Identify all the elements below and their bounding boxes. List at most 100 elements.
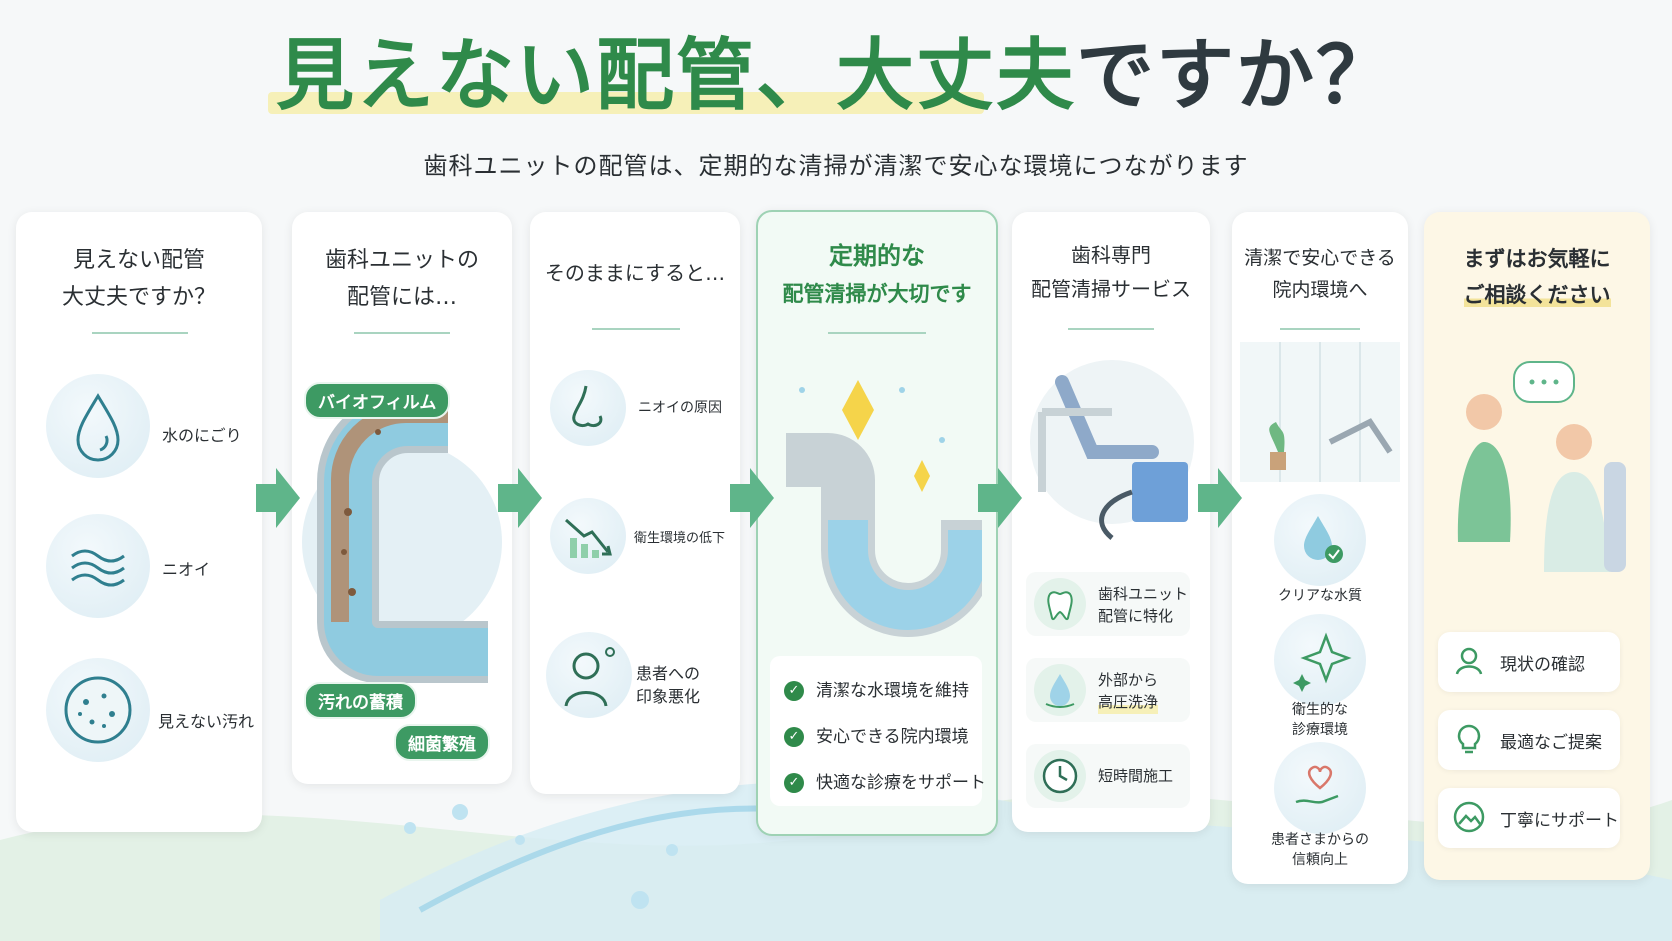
panel-clean-environment: 清潔で安心できる 院内環境へ クリアな水質 衛生的な 診療環境 患者さまからの …: [1232, 212, 1408, 884]
page-subtitle: 歯科ユニットの配管は、定期的な清掃が清潔で安心な環境につながります: [423, 152, 1249, 180]
action-label: 現状の確認: [1500, 655, 1585, 675]
feature-label-line: 高圧洗浄: [1098, 691, 1159, 714]
panel-title-line: 大丈夫ですか？: [61, 285, 216, 311]
panel-title: まずはお気軽に ご相談ください: [1424, 242, 1650, 313]
item-label-line: 印象悪化: [636, 687, 701, 707]
benefit-checklist: [770, 656, 982, 806]
panel-title: 歯科専門 配管清掃サービス: [1012, 238, 1210, 306]
panel-if-neglected: そのままにすると… ニオイの原因 衛生環境の低下 患者への 印象悪化: [530, 212, 740, 794]
check-icon: ✓: [784, 773, 804, 793]
item-label: クリアな水質: [1278, 588, 1362, 604]
panel-divider: [354, 332, 450, 334]
check-item: ✓ 清潔な水環境を維持: [784, 676, 969, 701]
clinic-room-illustration: [1240, 342, 1400, 482]
item-label: 患者さまからの 信頼向上: [1232, 830, 1408, 871]
label-biofilm: バイオフィルム: [304, 382, 451, 419]
person-icon: [1455, 647, 1483, 675]
item-label-line: 患者への: [636, 664, 701, 683]
panel-regular-cleaning: 定期的な 配管清掃が大切です ✓ 清潔な水環境を維持 ✓ 安心できる院内環境 ✓ 快適…: [756, 210, 998, 836]
flow-arrow-icon: [730, 468, 774, 528]
feature-item: 歯科ユニット配管に特化: [1026, 572, 1190, 636]
panel-title: 見えない配管 大丈夫ですか？: [16, 242, 262, 317]
clear-water-check-icon: [1274, 494, 1366, 586]
tooth-icon: [1034, 578, 1086, 630]
label-dirt-buildup: 汚れの蓄積: [304, 682, 417, 719]
feature-label-line: 外部から: [1098, 671, 1159, 689]
flow-arrow-icon: [1198, 468, 1242, 528]
panel-title: 定期的な 配管清掃が大切です: [758, 236, 996, 312]
worried-patient-icon: [546, 632, 632, 718]
check-item: ✓ 安心できる院内環境: [784, 722, 969, 747]
title-green-part: 見えない配管、大丈夫: [275, 31, 1076, 121]
item-label: 衛生環境の低下: [634, 531, 726, 546]
heart-hand-icon: [1274, 742, 1366, 834]
panel-title: そのままにすると…: [544, 261, 726, 285]
panel-title-line: 歯科ユニットの: [324, 248, 479, 273]
panel-divider: [592, 328, 680, 330]
panel-title: 清潔で安心できる 院内環境へ: [1232, 242, 1408, 307]
panel-title-line: まずはお気軽に: [1463, 247, 1611, 271]
feature-label-line: 歯科ユニット: [1098, 585, 1189, 603]
item-label-line: 患者さまからの: [1271, 832, 1369, 848]
page-title: 見えない配管、大丈夫ですか？: [267, 30, 1404, 124]
flow-arrow-icon: [256, 468, 300, 528]
check-label: 清潔な水環境を維持: [816, 681, 969, 701]
item-label-line: 診療環境: [1292, 722, 1348, 739]
item-label: 衛生的な 診療環境: [1232, 700, 1408, 741]
check-item: ✓ 快適な診療をサポート: [784, 768, 986, 793]
feature-label: 歯科ユニット配管に特化: [1098, 584, 1188, 628]
dental-chair-illustration: [1030, 360, 1194, 540]
check-label: 快適な診療をサポート: [816, 773, 986, 793]
action-item: 最適なご提案: [1438, 710, 1620, 770]
lightbulb-icon: [1457, 724, 1481, 754]
panel-divider: [828, 332, 926, 334]
check-icon: ✓: [784, 727, 804, 747]
panel-biofilm: 歯科ユニットの 配管には… バイオフィルム 汚れの蓄積 細菌繁殖: [292, 212, 512, 784]
feature-item: 外部から高圧洗浄: [1026, 658, 1190, 722]
action-item: 丁寧にサポート: [1438, 788, 1620, 848]
item-label: ニオイ: [162, 560, 211, 579]
item-label: 見えない汚れ: [158, 712, 255, 731]
panel-title: 歯科ユニットの 配管には…: [292, 242, 512, 317]
panel-title-line: 配管清掃サービス: [1031, 277, 1191, 301]
panel-divider: [92, 332, 188, 334]
high-pressure-wash-icon: [1034, 664, 1086, 716]
panel-problem-question: 見えない配管 大丈夫ですか？ 水のにごり ニオイ 見えない汚れ: [16, 212, 262, 832]
support-mountain-icon: [1453, 801, 1485, 833]
panel-title-line: 配管には…: [346, 285, 457, 311]
item-label: ニオイの原因: [638, 400, 722, 416]
panel-consultation: まずはお気軽に ご相談ください 現状の確認 最適なご提案 丁寧にサポート: [1424, 212, 1650, 880]
panel-divider: [1280, 328, 1360, 330]
panel-title-line: 見えない配管: [72, 248, 205, 273]
action-label: 最適なご提案: [1500, 733, 1602, 753]
panel-title-line: 定期的な: [829, 242, 925, 270]
item-label: 患者への 印象悪化: [636, 662, 700, 708]
flow-arrow-icon: [978, 468, 1022, 528]
pipe-cross-section-illustration: [302, 391, 502, 683]
feature-label: 外部から高圧洗浄: [1098, 670, 1159, 714]
item-label-line: 衛生的な: [1292, 702, 1348, 718]
consultation-illustration: [1457, 361, 1626, 572]
nose-icon: [550, 370, 626, 446]
petri-dish-icon: [46, 658, 150, 762]
feature-item: 短時間施工: [1026, 744, 1190, 808]
clean-pipe-illustration: [786, 380, 982, 637]
panel-dental-service: 歯科専門 配管清掃サービス 歯科ユニット配管に特化 外部から高圧洗浄 短時間施工: [1012, 212, 1210, 832]
feature-label: 短時間施工: [1098, 767, 1174, 785]
panel-divider: [1068, 328, 1154, 330]
feature-label-line: 配管に特化: [1098, 606, 1174, 625]
sparkle-icon: [1274, 614, 1366, 706]
check-icon: ✓: [784, 681, 804, 701]
panel-title-highlight: ご相談ください: [1463, 282, 1611, 307]
clock-icon: [1034, 750, 1086, 802]
panel-title-line: 院内環境へ: [1272, 279, 1368, 302]
title-dark-part: ですか？: [1076, 31, 1397, 121]
water-drop-icon: [46, 374, 150, 478]
panel-title-line: 清潔で安心できる: [1244, 247, 1396, 269]
panel-title-line: 配管清掃が大切です: [782, 281, 972, 306]
item-label-line: 信頼向上: [1292, 852, 1348, 869]
declining-chart-icon: [550, 498, 626, 574]
action-label: 丁寧にサポート: [1500, 811, 1619, 831]
odor-waves-icon: [46, 514, 150, 618]
check-label: 安心できる院内環境: [816, 727, 969, 747]
